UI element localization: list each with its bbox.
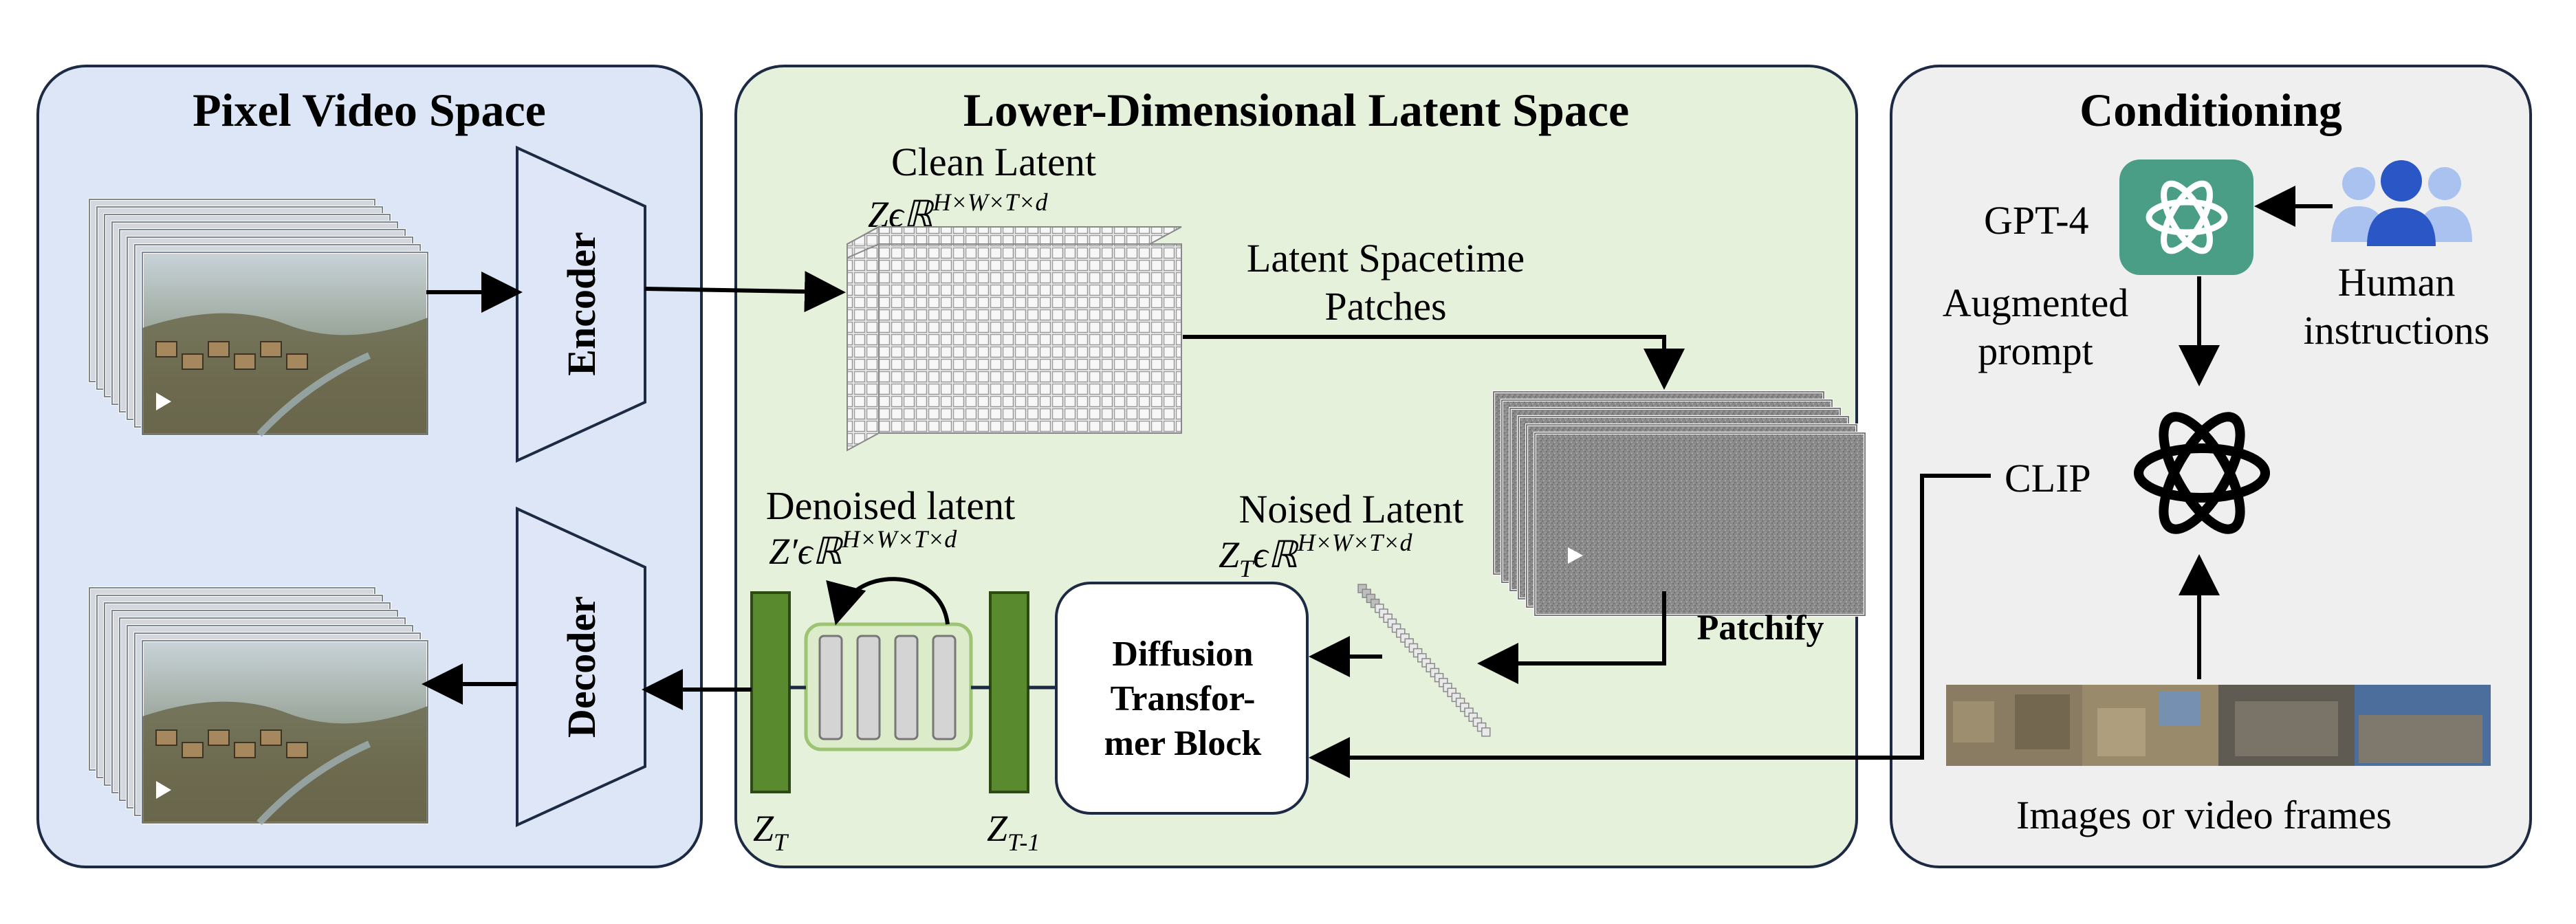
input-video-frames bbox=[88, 198, 429, 437]
gpt4-label: GPT-4 bbox=[1984, 198, 2089, 243]
clean-latent-title: Clean Latent bbox=[891, 140, 1096, 184]
play-icon bbox=[1568, 547, 1583, 564]
output-video-frames bbox=[88, 586, 429, 826]
z-t-label: ZT bbox=[753, 808, 789, 856]
human-instructions-line2: instructions bbox=[2304, 308, 2490, 353]
augmented-prompt-line1: Augmented bbox=[1943, 280, 2129, 325]
decoder-block bbox=[516, 506, 646, 828]
patches-to-noised-arrow bbox=[1477, 591, 1666, 684]
conditioning-image-strip bbox=[1946, 685, 2491, 766]
diffusion-block-line3: mer Block bbox=[1104, 724, 1262, 763]
diffusion-transformer-block bbox=[1055, 582, 1309, 815]
spacetime-patches-label-line1: Latent Spacetime bbox=[1247, 236, 1525, 280]
spacetime-patches-label-line2: Patches bbox=[1324, 284, 1446, 329]
noised-latent-formula: ZTϵℝH×W×T×d bbox=[1219, 529, 1412, 582]
latent-panel-title: Lower-Dimensional Latent Space bbox=[963, 84, 1629, 136]
denoised-latent-title: Denoised latent bbox=[766, 483, 1015, 528]
latent-patch bbox=[1481, 727, 1491, 737]
gpt4-icon bbox=[2119, 160, 2253, 275]
diffusion-block-line2: Transfor- bbox=[1111, 679, 1256, 718]
noised-latent-title: Noised Latent bbox=[1239, 487, 1464, 531]
denoise-step-bar bbox=[894, 635, 919, 740]
latent-to-patches-arrow bbox=[1183, 335, 1685, 390]
play-icon bbox=[156, 393, 171, 410]
conditioning-panel-title: Conditioning bbox=[2080, 84, 2342, 136]
pixel-panel-title: Pixel Video Space bbox=[193, 84, 546, 136]
images-caption: Images or video frames bbox=[2016, 793, 2392, 837]
clip-icon bbox=[2134, 412, 2270, 534]
conditioning-panel bbox=[1890, 65, 2532, 868]
clip-label: CLIP bbox=[2005, 456, 2091, 500]
clip-to-diffusion-arrow bbox=[1309, 474, 1991, 778]
z-t-minus-1-bar bbox=[989, 591, 1029, 793]
z-t-minus-1-label: ZT-1 bbox=[987, 808, 1040, 856]
diffusion-block-line1: Diffusion bbox=[1112, 635, 1253, 674]
human-instructions-icon bbox=[2331, 160, 2472, 246]
encoder-block bbox=[516, 145, 646, 463]
z-t-bar bbox=[750, 591, 791, 793]
noisy-patch-frame bbox=[1533, 432, 1866, 617]
noisy-patch-stack bbox=[1492, 390, 1866, 617]
augmented-prompt-line2: prompt bbox=[1978, 329, 2093, 373]
clean-latent-cube bbox=[847, 223, 1182, 452]
denoising-loop-arrow bbox=[826, 577, 950, 626]
decoder-label: Decoder bbox=[559, 596, 604, 738]
patchify-label: Patchify bbox=[1697, 608, 1824, 648]
patch-sequence-strip bbox=[1357, 584, 1491, 737]
denoise-step-bar bbox=[932, 635, 957, 740]
encoder-to-latent-arrow bbox=[644, 271, 846, 313]
denoise-step-bar bbox=[856, 635, 881, 740]
play-icon bbox=[156, 781, 171, 799]
encoder-label: Encoder bbox=[559, 232, 604, 375]
denoised-latent-formula: Z′ϵℝH×W×T×d bbox=[769, 525, 957, 572]
denoise-step-bar bbox=[818, 635, 843, 740]
human-instructions-line1: Human bbox=[2338, 260, 2456, 305]
